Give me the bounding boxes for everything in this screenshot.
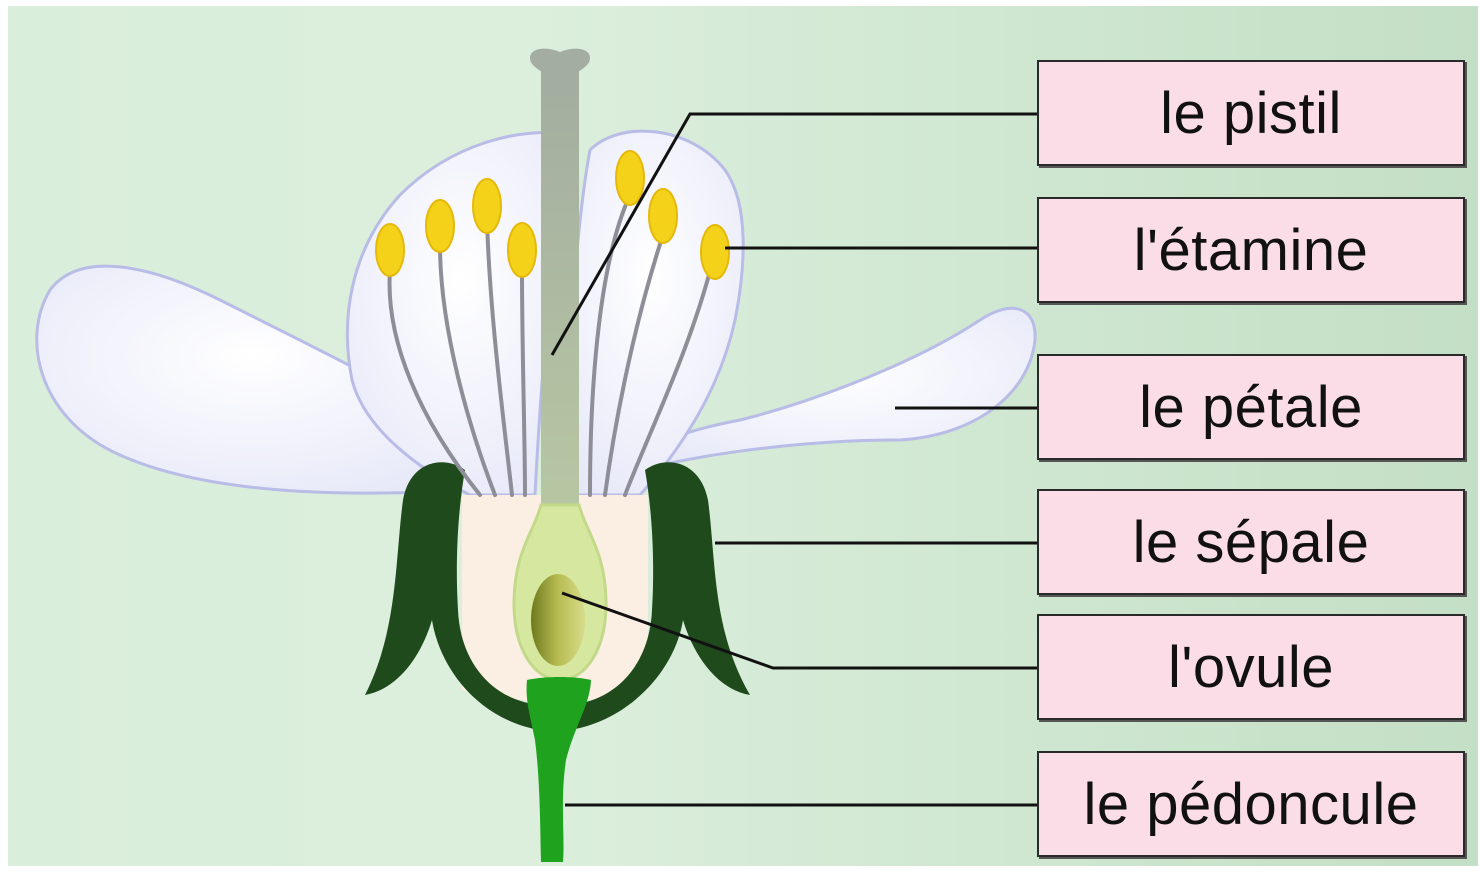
- label-petale: le pétale: [1037, 354, 1465, 460]
- ovule: [531, 574, 585, 666]
- label-petale-text: le pétale: [1139, 374, 1363, 441]
- label-etamine: l'étamine: [1037, 197, 1465, 303]
- label-etamine-text: l'étamine: [1134, 217, 1369, 284]
- label-pistil: le pistil: [1037, 60, 1465, 166]
- label-sepale-text: le sépale: [1133, 509, 1370, 576]
- label-pedoncule: le pédoncule: [1037, 751, 1465, 857]
- label-pedoncule-text: le pédoncule: [1084, 771, 1419, 838]
- label-ovule: l'ovule: [1037, 614, 1465, 720]
- label-pistil-text: le pistil: [1160, 80, 1342, 147]
- pistil-style: [541, 70, 579, 510]
- label-ovule-text: l'ovule: [1168, 634, 1334, 701]
- label-sepale: le sépale: [1037, 489, 1465, 595]
